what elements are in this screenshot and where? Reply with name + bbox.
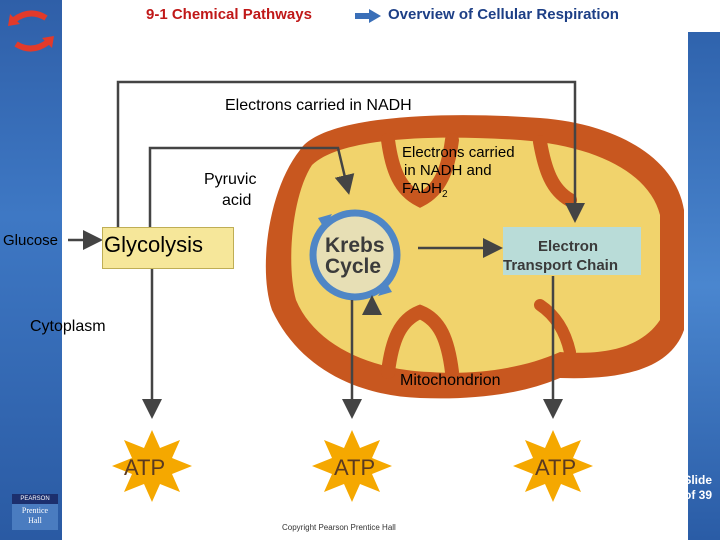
breadcrumb-section[interactable]: 9-1 Chemical Pathways xyxy=(146,6,312,23)
electrons-nadh-label: Electrons carried in NADH xyxy=(225,97,412,114)
atp-label-2: ATP xyxy=(334,455,376,480)
left-sidebar xyxy=(0,0,62,540)
right-sidebar xyxy=(688,32,720,540)
atp-star-1 xyxy=(112,430,192,502)
krebs-cycle-ring xyxy=(309,209,401,301)
mitochondrion-shape xyxy=(265,115,684,399)
slide-label: Slide xyxy=(683,473,712,487)
electrons-nadh-fadh-line2: in NADH and xyxy=(404,162,492,179)
krebs-label-line1: Krebs xyxy=(325,234,385,257)
glycolysis-label: Glycolysis xyxy=(104,232,204,257)
mitochondrion-label: Mitochondrion xyxy=(400,372,501,389)
breadcrumb-title: Overview of Cellular Respiration xyxy=(388,6,619,23)
cellular-respiration-diagram xyxy=(68,80,684,502)
pyruvic-label-line1: Pyruvic xyxy=(204,171,257,188)
pyruvic-arrow xyxy=(148,146,355,228)
back-arrows-icon[interactable] xyxy=(0,0,62,62)
atp-star-2 xyxy=(312,430,392,502)
title-bar xyxy=(62,0,720,32)
logo-line2: Prentice xyxy=(21,506,49,515)
pathway-arrows xyxy=(68,80,585,419)
pearson-logo: PEARSON Prentice Hall xyxy=(12,494,58,530)
slide-counter: Slide 9 of 39 xyxy=(664,473,712,503)
electron-transport-chain-box xyxy=(503,227,641,275)
atp-star-3 xyxy=(513,430,593,502)
logo-line1: PEARSON xyxy=(12,494,58,504)
slide-number: 9 of 39 xyxy=(673,488,712,502)
atp-label-1: ATP xyxy=(124,455,166,480)
atp-label-3: ATP xyxy=(535,455,577,480)
logo-line3: Hall xyxy=(28,516,42,525)
electrons-nadh-fadh-line1: Electrons carried xyxy=(402,144,515,161)
cytoplasm-label: Cytoplasm xyxy=(30,318,106,335)
glucose-label: Glucose xyxy=(3,232,59,249)
etc-label-line1: Electron xyxy=(538,238,599,255)
breadcrumb-arrow-icon xyxy=(355,9,381,23)
pyruvic-label-line2: acid xyxy=(222,192,252,209)
etc-label-line2: Transport Chain xyxy=(503,257,619,274)
electrons-nadh-fadh-line3: FADH2 xyxy=(402,180,448,200)
copyright-text: Copyright Pearson Prentice Hall xyxy=(282,523,396,532)
nadh-arrow xyxy=(116,80,585,228)
glycolysis-box xyxy=(102,227,234,269)
krebs-label-line2: Cycle xyxy=(325,255,382,278)
